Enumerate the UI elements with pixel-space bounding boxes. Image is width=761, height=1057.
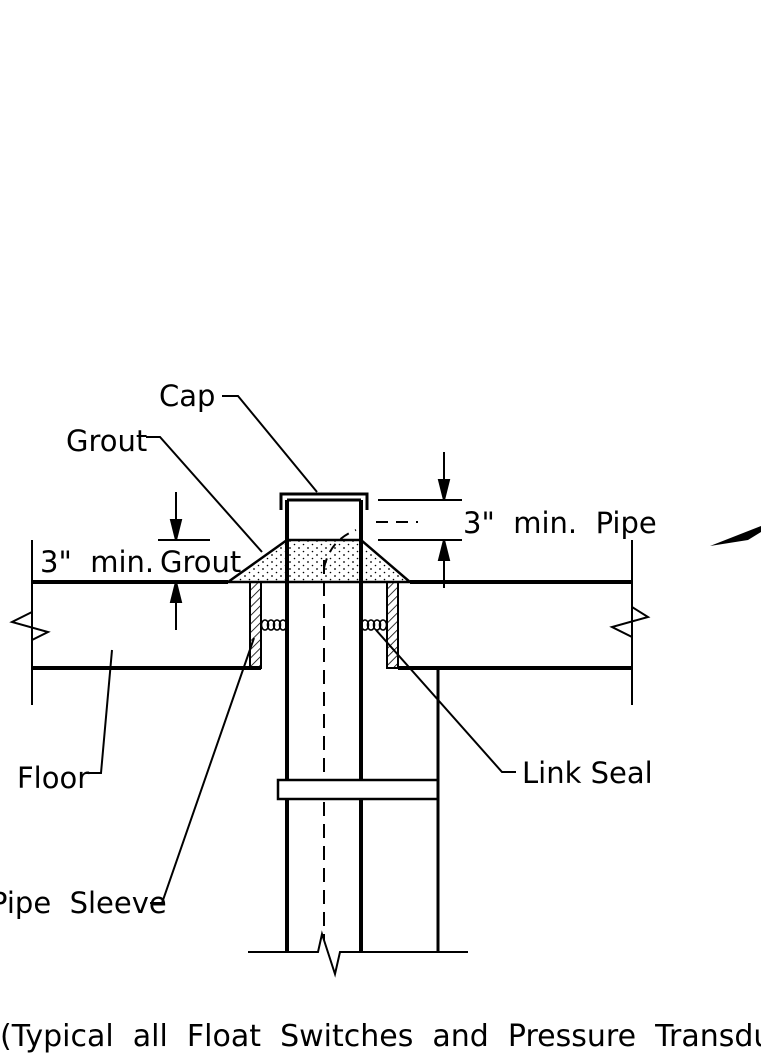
grout-dimension-word: Grout <box>160 545 241 579</box>
offpage-arrowhead <box>710 526 761 546</box>
cap-leader <box>222 395 318 493</box>
link-seal-label: Link Seal <box>522 756 653 790</box>
pipe-sleeve-leader <box>150 637 255 904</box>
link-seal-coils <box>260 619 388 631</box>
pipe-support <box>276 668 440 952</box>
pipe-dimension-label: 3" min. Pipe <box>463 506 657 540</box>
link-seal-leader <box>375 629 516 773</box>
pipe-dim-arrowhead-top <box>437 479 451 501</box>
detail-caption: (Typical all Float Switches and Pressure… <box>0 1019 761 1054</box>
pipe-cap <box>279 492 369 510</box>
cable-curve <box>323 529 357 569</box>
pipe <box>285 498 363 952</box>
floor-leader <box>86 649 113 774</box>
cap-label: Cap <box>159 379 215 413</box>
floor-break-left <box>9 611 51 641</box>
pipe-break-line <box>248 930 468 978</box>
pipe-sleeve-wall-right <box>386 581 399 669</box>
grout-label: Grout <box>66 424 147 458</box>
pipe-sleeve-label: Pipe Sleeve <box>0 886 167 920</box>
grout-leader <box>146 436 263 553</box>
grout-dimension <box>158 492 210 630</box>
pipe-clamp <box>276 778 440 801</box>
pipe-dimension <box>376 452 462 588</box>
grout-dim-arrowhead-top <box>169 519 183 541</box>
grout-mound <box>224 538 414 584</box>
grout-dim-arrowhead-bottom <box>169 581 183 603</box>
pipe-dim-arrowhead-bottom <box>437 539 451 561</box>
floor-break-right <box>609 606 651 638</box>
pipe-sleeve-wall-left <box>249 581 262 669</box>
grout-dimension-prefix: 3" min. <box>40 545 154 579</box>
floor-label: Floor <box>17 761 89 795</box>
